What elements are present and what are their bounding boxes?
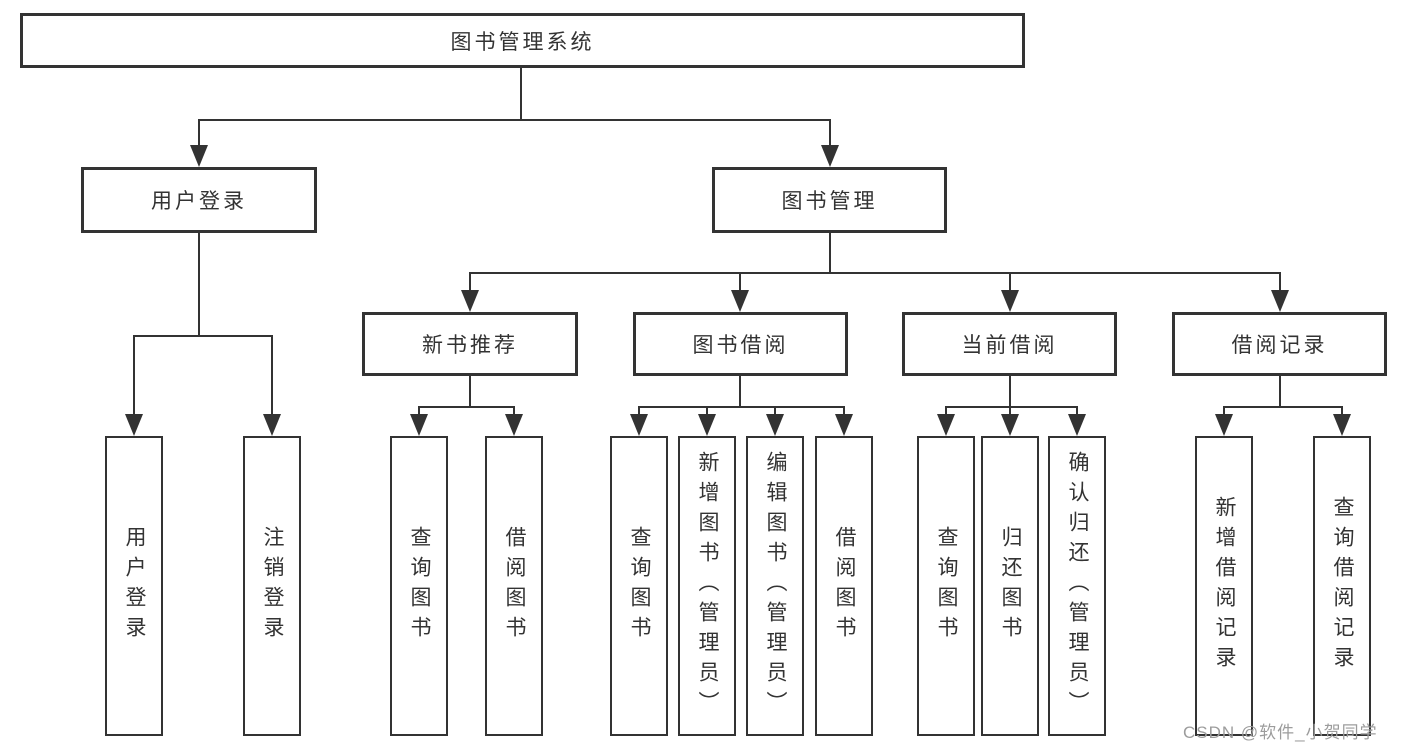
node-label: 新书推荐 — [422, 334, 518, 357]
arrow-down-icon — [1001, 290, 1019, 312]
arrow-down-icon — [821, 145, 839, 167]
leaf-label: 查询借阅记录 — [1331, 496, 1354, 676]
arrow-down-icon — [630, 414, 648, 436]
connector-stem-leaf — [513, 406, 515, 418]
connector-stem-current — [1009, 272, 1011, 292]
leaf-query-borrow-record: 查询借阅记录 — [1313, 436, 1371, 736]
node-label: 用户登录 — [151, 190, 247, 213]
connector-stem-leaf — [945, 406, 947, 418]
arrow-down-icon — [698, 414, 716, 436]
arrow-down-icon — [835, 414, 853, 436]
leaf-label: 借阅图书 — [503, 526, 526, 646]
leaf-borrow-books: 借阅图书 — [815, 436, 873, 736]
connector-user-login-bus — [133, 335, 273, 337]
watermark: CSDN @软件_小贺同学 — [1183, 723, 1378, 742]
leaf-borrow-books-recommend: 借阅图书 — [485, 436, 543, 736]
leaf-label: 新增图书（管理员） — [696, 451, 719, 721]
arrow-down-icon — [1001, 414, 1019, 436]
connector-stem-records — [1279, 272, 1281, 292]
connector-user-login-stem — [198, 233, 200, 336]
leaf-edit-books-admin: 编辑图书（管理员） — [746, 436, 804, 736]
arrow-down-icon — [1068, 414, 1086, 436]
leaf-label: 查询图书 — [408, 526, 431, 646]
connector-stem-leaf — [638, 406, 640, 418]
leaf-label: 用户登录 — [123, 526, 146, 646]
leaf-add-books-admin: 新增图书（管理员） — [678, 436, 736, 736]
connector-stem-borrowing — [739, 272, 741, 292]
arrow-down-icon — [1271, 290, 1289, 312]
connector-current-stem — [1009, 376, 1011, 408]
leaf-label: 查询图书 — [935, 526, 958, 646]
connector-stem-user-login — [198, 119, 200, 147]
node-new-book-recommendation: 新书推荐 — [362, 312, 578, 376]
arrow-down-icon — [937, 414, 955, 436]
connector-book-management-stem — [829, 233, 831, 274]
connector-stem-leaf — [133, 335, 135, 418]
leaf-label: 查询图书 — [628, 526, 651, 646]
leaf-label: 编辑图书（管理员） — [764, 451, 787, 721]
leaf-label: 注销登录 — [261, 526, 284, 646]
connector-level1-bus — [198, 119, 831, 121]
connector-stem-leaf — [843, 406, 845, 418]
leaf-return-books: 归还图书 — [981, 436, 1039, 736]
connector-current-bus — [945, 406, 1078, 408]
connector-records-stem — [1279, 376, 1281, 408]
arrow-down-icon — [1333, 414, 1351, 436]
connector-stem-leaf — [706, 406, 708, 418]
connector-recommend-bus — [418, 406, 515, 408]
leaf-label: 新增借阅记录 — [1213, 496, 1236, 676]
connector-records-bus — [1223, 406, 1343, 408]
connector-stem-leaf — [1223, 406, 1225, 418]
node-label: 图书借阅 — [692, 334, 789, 357]
arrow-down-icon — [125, 414, 143, 436]
connector-stem-leaf — [774, 406, 776, 418]
node-label: 当前借阅 — [961, 334, 1058, 357]
arrow-down-icon — [410, 414, 428, 436]
node-label: 借阅记录 — [1231, 334, 1328, 357]
arrow-down-icon — [190, 145, 208, 167]
arrow-down-icon — [263, 414, 281, 436]
leaf-logout: 注销登录 — [243, 436, 301, 736]
leaf-label: 归还图书 — [999, 526, 1022, 646]
leaf-confirm-return-admin: 确认归还（管理员） — [1048, 436, 1106, 736]
connector-borrowing-stem — [739, 376, 741, 408]
connector-stem-leaf — [271, 335, 273, 418]
connector-stem-recommend — [469, 272, 471, 292]
leaf-query-books-recommend: 查询图书 — [390, 436, 448, 736]
leaf-add-borrow-record: 新增借阅记录 — [1195, 436, 1253, 736]
leaf-label: 确认归还（管理员） — [1066, 451, 1089, 721]
connector-level2-bus — [469, 272, 1281, 274]
connector-stem-leaf — [1009, 406, 1011, 418]
node-user-login: 用户登录 — [81, 167, 317, 233]
leaf-label: 借阅图书 — [833, 526, 856, 646]
node-library-management-system: 图书管理系统 — [20, 13, 1025, 68]
connector-stem-leaf — [1076, 406, 1078, 418]
arrow-down-icon — [1215, 414, 1233, 436]
connector-root-stem — [520, 68, 522, 120]
arrow-down-icon — [461, 290, 479, 312]
arrow-down-icon — [766, 414, 784, 436]
node-current-borrowing: 当前借阅 — [902, 312, 1117, 376]
node-book-borrowing: 图书借阅 — [633, 312, 848, 376]
arrow-down-icon — [505, 414, 523, 436]
leaf-query-books-current: 查询图书 — [917, 436, 975, 736]
node-borrowing-records: 借阅记录 — [1172, 312, 1387, 376]
arrow-down-icon — [731, 290, 749, 312]
connector-recommend-stem — [469, 376, 471, 408]
connector-stem-leaf — [1341, 406, 1343, 418]
connector-borrowing-bus — [638, 406, 845, 408]
connector-stem-book-management — [829, 119, 831, 147]
leaf-query-books-borrowing: 查询图书 — [610, 436, 668, 736]
leaf-user-login: 用户登录 — [105, 436, 163, 736]
node-label: 图书管理系统 — [450, 30, 595, 54]
connector-stem-leaf — [418, 406, 420, 418]
node-book-management: 图书管理 — [712, 167, 947, 233]
node-label: 图书管理 — [781, 190, 878, 213]
